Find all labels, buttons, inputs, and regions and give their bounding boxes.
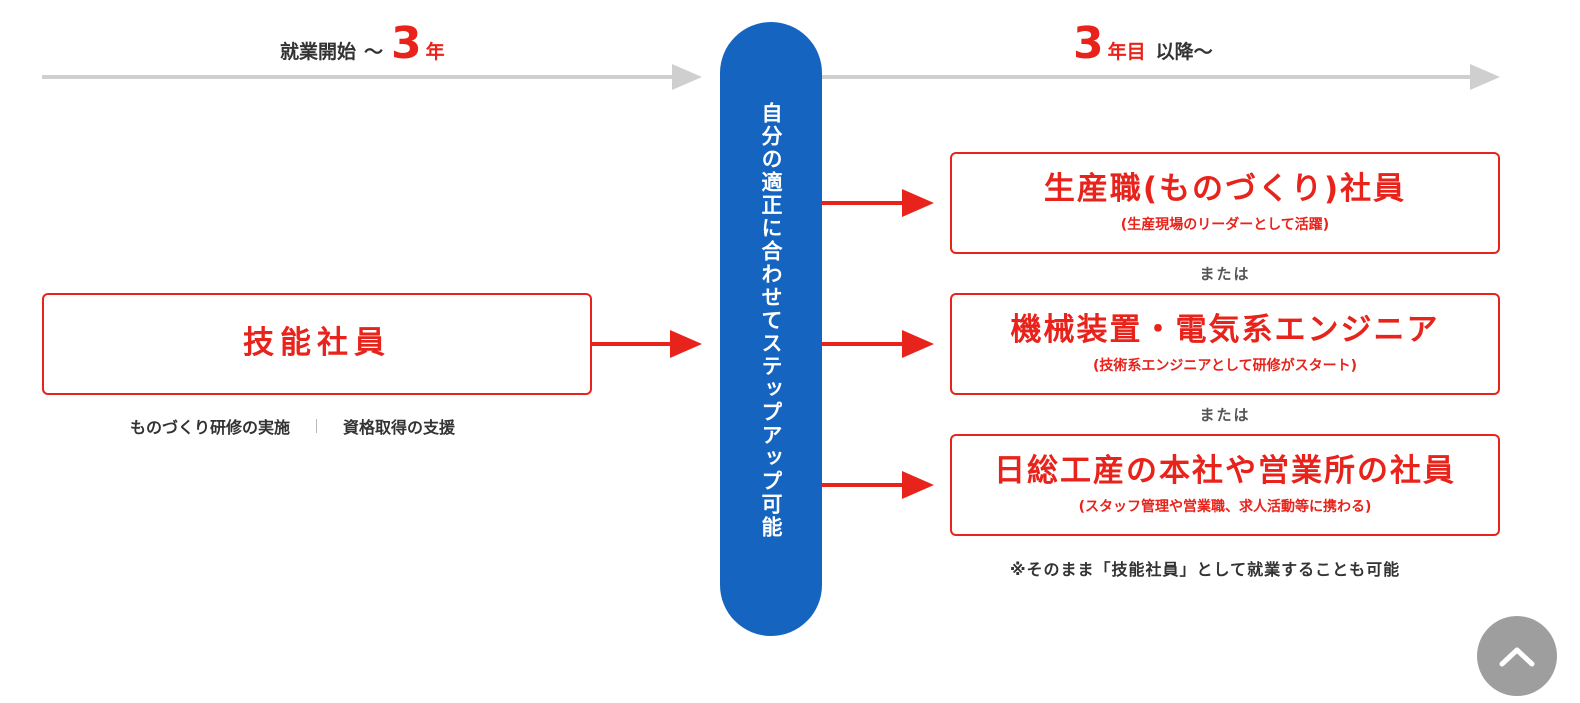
- option-subtitle-headquarters: (スタッフ管理や営業職、求人活動等に携わる): [1078, 498, 1372, 515]
- timeline-left-number: 3: [391, 18, 422, 69]
- option-title-headquarters: 日総工産の本社や営業所の社員: [994, 453, 1456, 490]
- left-arrow-head: [670, 330, 702, 358]
- step-up-pill: 自分の適正に合わせてステップアップ可能: [720, 22, 822, 636]
- connector-or-2: または: [1199, 406, 1251, 424]
- option-title-production: 生産職(ものづくり)社員: [1043, 171, 1407, 208]
- timeline-right-arrowhead: [1470, 64, 1500, 90]
- arrow-2-head: [902, 330, 934, 358]
- chevron-up-icon: [1498, 644, 1536, 668]
- step-up-text: 自分の適正に合わせてステップアップ可能: [759, 102, 783, 539]
- training-note: ものづくり研修の実施: [130, 418, 291, 437]
- timeline-left-label: 就業開始 〜 3 年: [280, 22, 445, 66]
- timeline-right-label: 3 年目 以降〜: [1073, 22, 1213, 66]
- skilled-employee-notes: ものづくり研修の実施 資格取得の支援: [130, 414, 455, 438]
- option-box-production: 生産職(ものづくり)社員 (生産現場のリーダーとして活躍): [950, 152, 1500, 254]
- option-box-headquarters: 日総工産の本社や営業所の社員 (スタッフ管理や営業職、求人活動等に携わる): [950, 434, 1500, 536]
- option-title-engineer: 機械装置・電気系エンジニア: [1010, 312, 1440, 349]
- arrow-3-line: [822, 483, 904, 487]
- timeline-left-unit: 年: [425, 41, 445, 63]
- scroll-to-top-button[interactable]: [1477, 616, 1557, 696]
- connector-or-1: または: [1199, 265, 1251, 283]
- option-box-engineer: 機械装置・電気系エンジニア (技術系エンジニアとして研修がスタート): [950, 293, 1500, 395]
- timeline-right-number: 3: [1073, 18, 1104, 69]
- skilled-employee-box: 技能社員: [42, 293, 592, 395]
- timeline-left-tilde: 〜: [364, 41, 384, 63]
- timeline-right-line: [820, 75, 1472, 79]
- option-subtitle-engineer: (技術系エンジニアとして研修がスタート): [1092, 357, 1358, 374]
- left-arrow-line: [592, 342, 672, 346]
- option-subtitle-production: (生産現場のリーダーとして活躍): [1120, 216, 1330, 233]
- footnote: ※そのまま「技能社員」として就業することも可能: [1010, 560, 1401, 579]
- note-separator: [316, 419, 318, 433]
- qualification-note: 資格取得の支援: [343, 418, 456, 437]
- arrow-1-head: [902, 189, 934, 217]
- skilled-employee-title: 技能社員: [243, 325, 391, 362]
- timeline-left-prefix: 就業開始: [280, 41, 357, 63]
- timeline-left-arrowhead: [672, 64, 702, 90]
- timeline-right-unit: 年目: [1107, 41, 1146, 63]
- arrow-1-line: [822, 201, 904, 205]
- timeline-left-line: [42, 75, 676, 79]
- arrow-3-head: [902, 471, 934, 499]
- arrow-2-line: [822, 342, 904, 346]
- timeline-right-suffix: 以降〜: [1155, 41, 1213, 63]
